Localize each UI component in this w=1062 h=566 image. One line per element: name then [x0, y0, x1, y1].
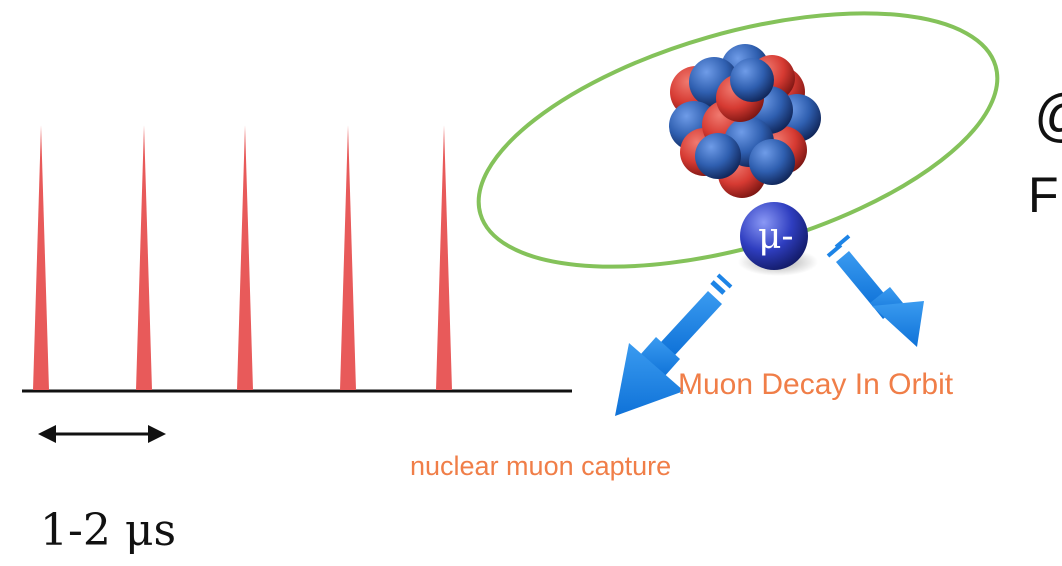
- beam-pulse: [136, 125, 152, 390]
- muon-particle: [740, 202, 808, 270]
- nucleus: [669, 44, 821, 198]
- capture-arrow-icon: [615, 273, 733, 416]
- clipped-edge-text-top: @: [1034, 82, 1062, 149]
- decay-in-orbit-label: Muon Decay In Orbit: [678, 368, 954, 401]
- decay-arrow-icon: [826, 234, 924, 347]
- beam-pulse: [237, 125, 253, 390]
- clipped-edge-text-bottom: F: [1028, 167, 1059, 223]
- pulse-train: [33, 125, 452, 390]
- beam-pulse: [436, 125, 452, 390]
- muon-symbol: μ-: [758, 216, 794, 257]
- pulse-spacing-label: 1-2 μs: [40, 505, 177, 556]
- spacing-arrow-icon: [38, 425, 166, 443]
- beam-pulse: [33, 125, 49, 390]
- beam-pulse: [340, 125, 356, 390]
- capture-label: nuclear muon capture: [410, 451, 672, 481]
